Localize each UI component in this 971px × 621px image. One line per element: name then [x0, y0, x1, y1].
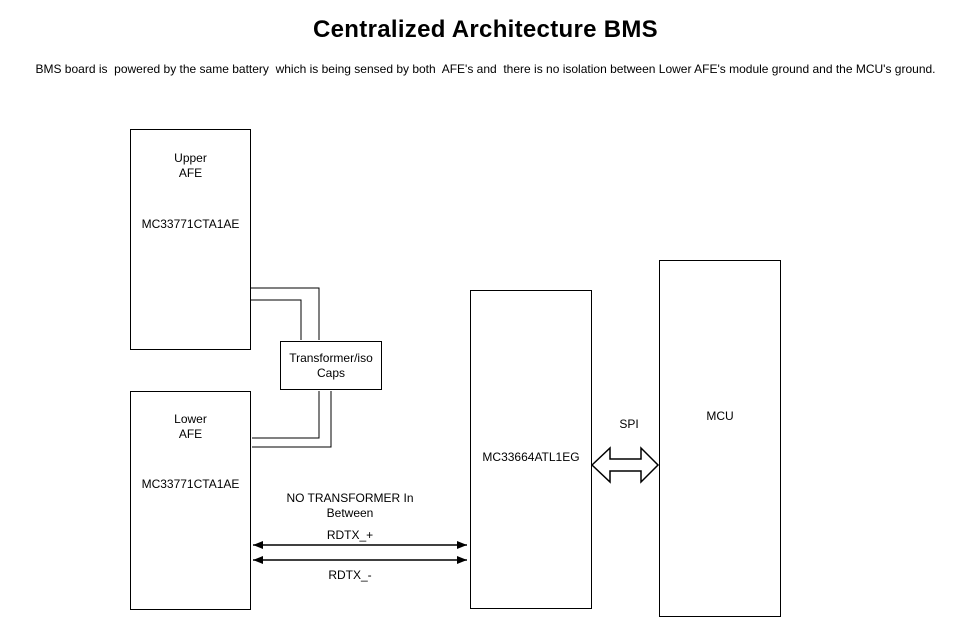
gateway-block: MC33664ATL1EG [470, 290, 592, 609]
lower-afe-block: Lower AFE MC33771CTA1AE [130, 391, 251, 610]
lower-afe-part-number: MC33771CTA1AE [141, 477, 240, 491]
connector-transformer-lower-afe-1 [252, 391, 320, 439]
transformer-label-line1: Transformer/iso [289, 350, 373, 365]
transformer-iso-caps-block: Transformer/iso Caps [280, 341, 382, 390]
upper-afe-block: Upper AFE MC33771CTA1AE [130, 129, 251, 350]
transformer-label-line2: Caps [316, 365, 345, 380]
rdtx-plus-label: RDTX_+ [326, 528, 374, 542]
mcu-label: MCU [706, 409, 734, 423]
no-transformer-label: NO TRANSFORMER In Between [286, 491, 414, 520]
upper-afe-part-number: MC33771CTA1AE [141, 217, 240, 231]
rdtx-minus-label: RDTX_- [328, 568, 372, 582]
upper-afe-name: Upper AFE [174, 151, 207, 180]
spi-double-arrow-icon [590, 446, 660, 484]
diagram-subtitle: BMS board is powered by the same battery… [35, 62, 936, 76]
gateway-part-number: MC33664ATL1EG [482, 450, 580, 464]
connector-upper-afe-transformer-1 [251, 287, 320, 340]
lower-afe-name: Lower AFE [174, 412, 207, 441]
connector-upper-afe-transformer-2 [251, 299, 302, 340]
connector-transformer-lower-afe-2 [252, 391, 332, 448]
mcu-block: MCU [659, 260, 781, 617]
diagram-title: Centralized Architecture BMS [313, 16, 658, 43]
spi-label: SPI [619, 417, 639, 431]
